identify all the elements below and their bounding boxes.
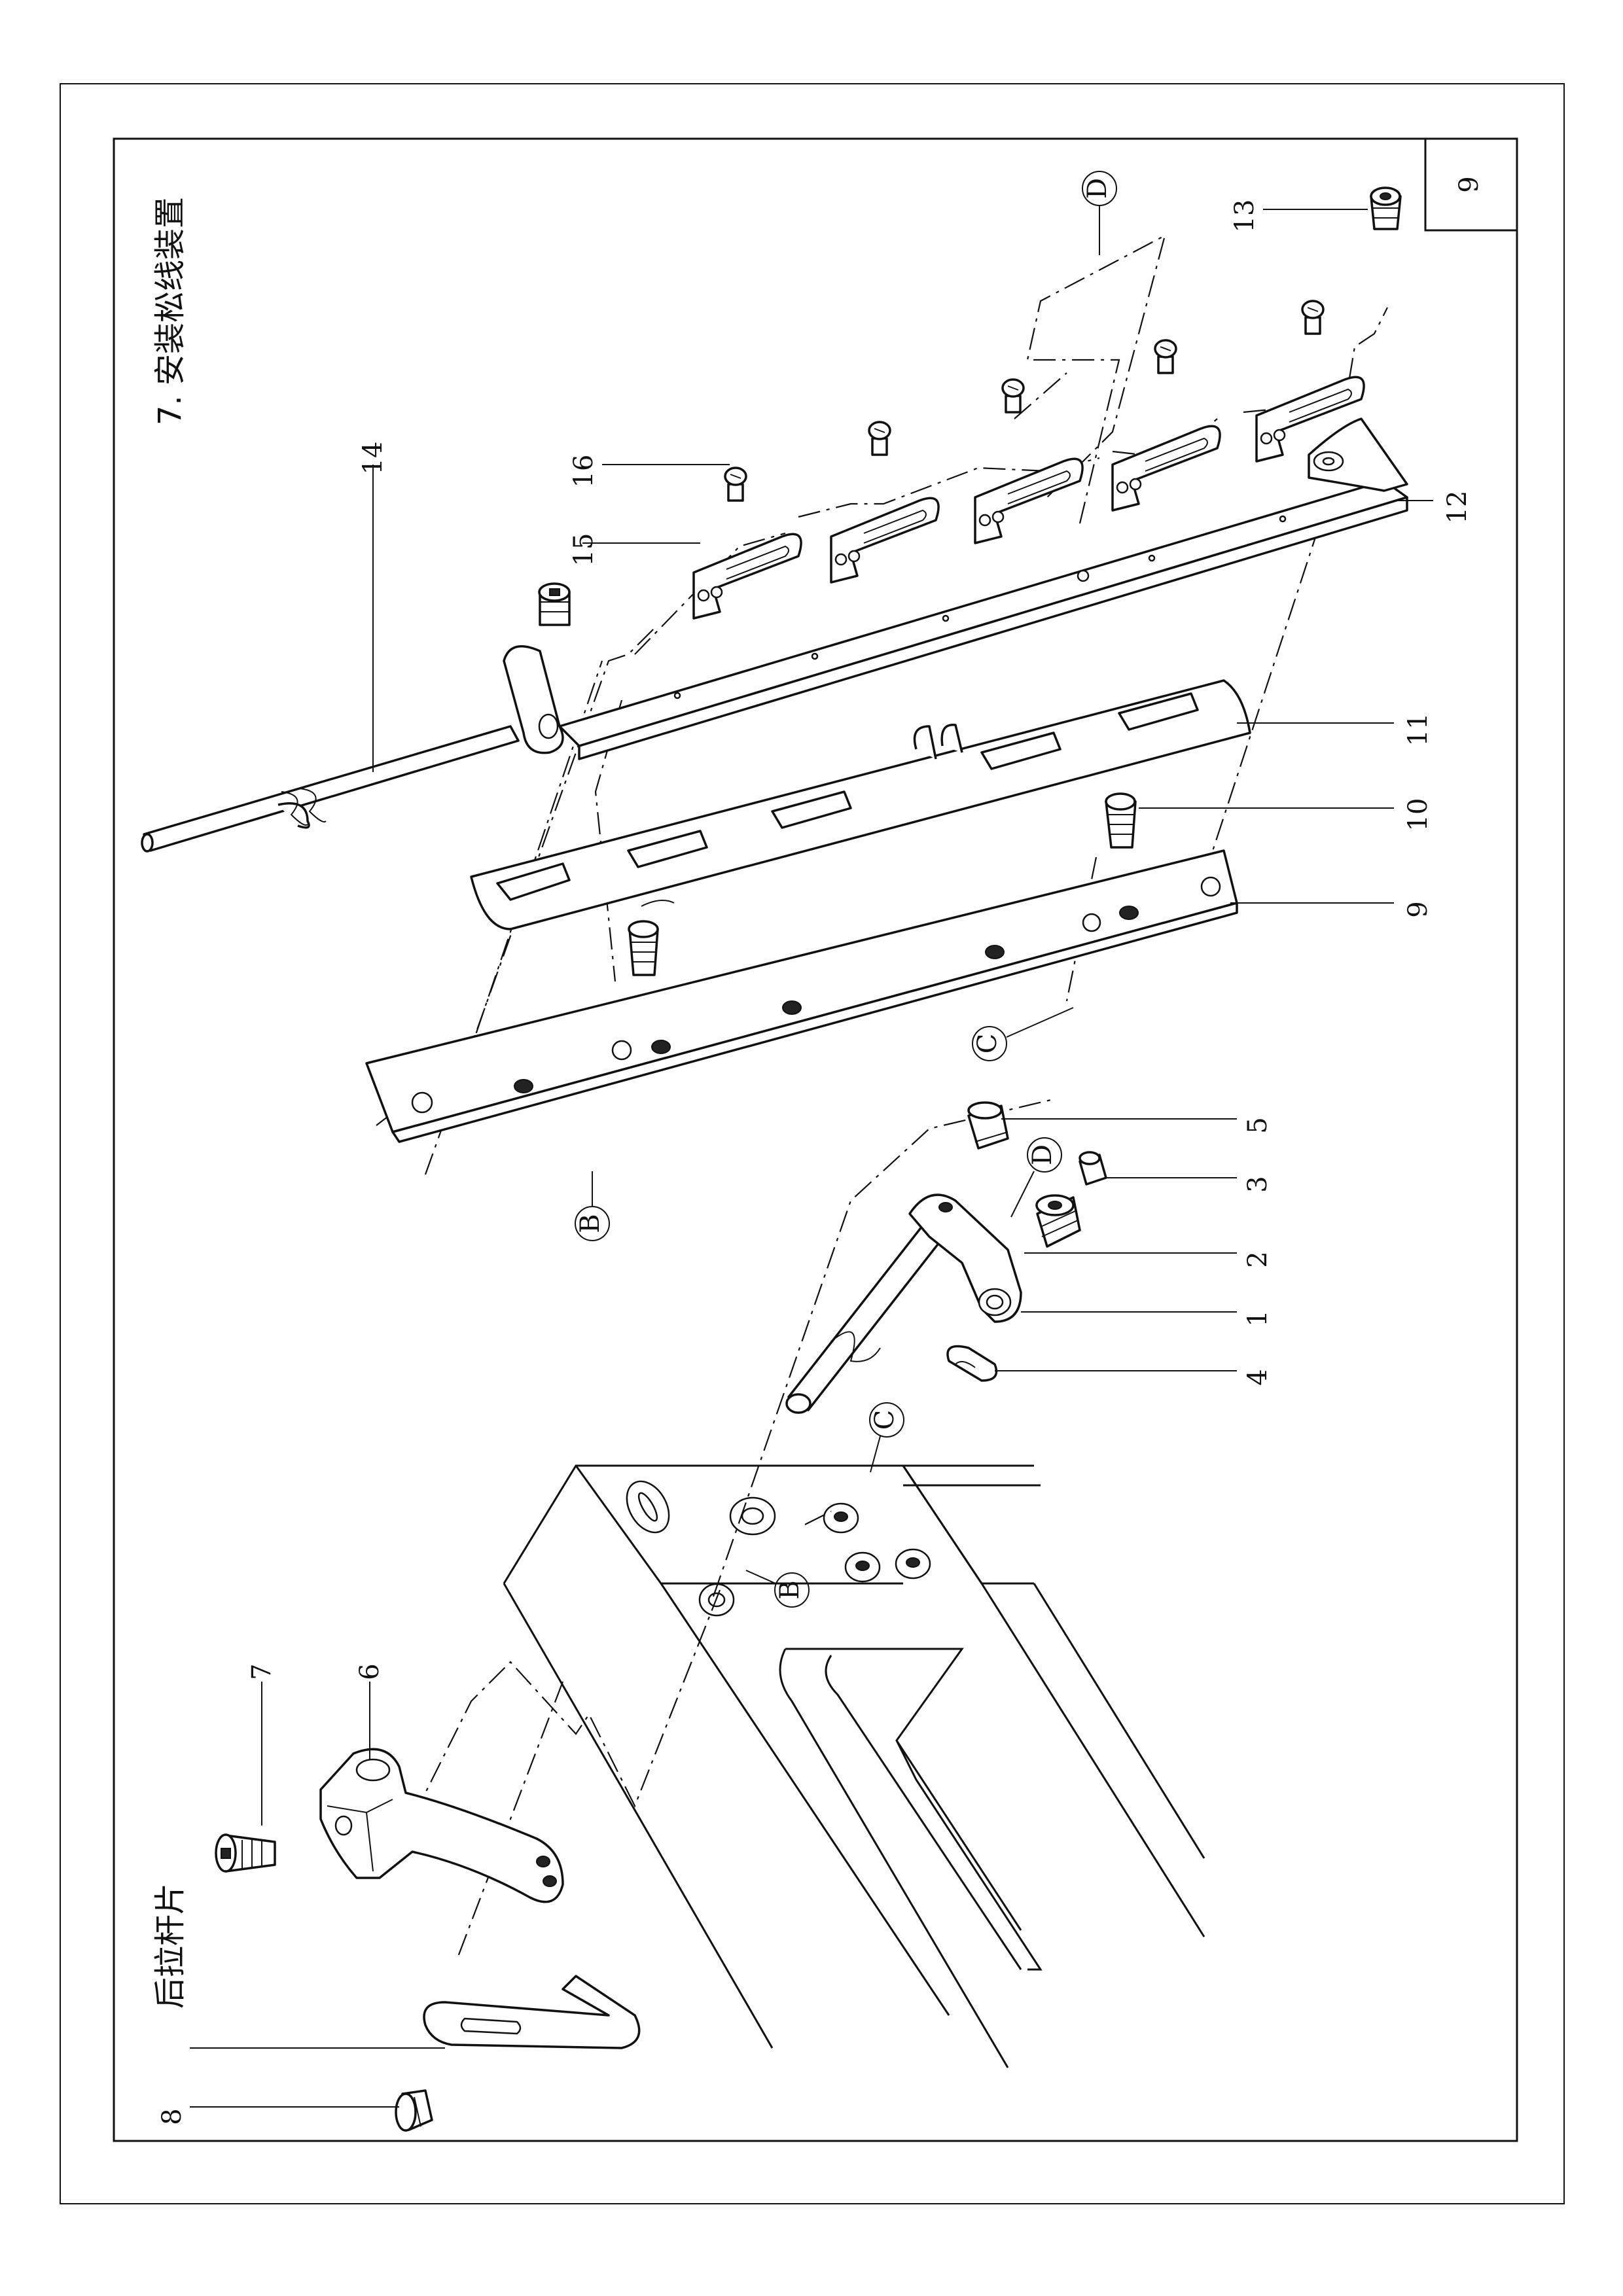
callout-4: 4 <box>1243 1369 1273 1385</box>
rod-part-14 <box>141 725 520 853</box>
callout-numbers: 1 2 3 4 5 6 7 8 9 10 11 12 13 14 15 16 <box>157 200 1472 2125</box>
screw-part-13 <box>1370 186 1402 230</box>
screw-part-7 <box>215 1833 276 1873</box>
slotted-link-part-8 <box>423 1975 641 2049</box>
ref-c-top: C <box>972 1034 1003 1054</box>
callout-15: 15 <box>569 533 599 567</box>
thread-guide-4 <box>1111 339 1221 512</box>
callout-13: 13 <box>1230 200 1260 233</box>
callout-2: 2 <box>1243 1251 1273 1267</box>
callout-10: 10 <box>1403 798 1433 832</box>
screw-part-3 <box>1079 1151 1107 1186</box>
reference-markers: B B C C D D <box>575 171 1117 1608</box>
callout-6: 6 <box>355 1663 385 1680</box>
screw-on-bracket <box>538 582 571 626</box>
stud-part-5 <box>967 1101 1009 1150</box>
bracket-part-12 <box>503 417 1408 760</box>
machine-body <box>503 1464 1205 2068</box>
install-title: 7. 安装松线装置 <box>152 197 188 425</box>
ref-d-bottom: D <box>1027 1144 1058 1165</box>
outer-frame <box>60 83 1565 2204</box>
callout-3: 3 <box>1243 1176 1273 1192</box>
ref-c-bottom: C <box>870 1410 900 1430</box>
ref-b-top: B <box>575 1214 605 1233</box>
callout-1: 1 <box>1243 1310 1273 1326</box>
arm-part-6 <box>319 1748 564 1903</box>
callout-16: 16 <box>569 455 599 488</box>
callout-5: 5 <box>1243 1117 1273 1133</box>
leader-lines <box>190 209 1433 2108</box>
page-number-box <box>1424 137 1518 232</box>
thread-guide-5 <box>1255 300 1365 463</box>
callout-12: 12 <box>1442 491 1472 524</box>
screw-plate-left <box>628 920 659 976</box>
inner-frame <box>113 137 1518 2142</box>
rear-title: 后拉杆片 <box>152 1883 188 2009</box>
callout-9: 9 <box>1403 901 1433 917</box>
screw-part-10 <box>1105 792 1137 849</box>
callout-14: 14 <box>358 442 388 475</box>
thread-guide-3 <box>974 378 1084 544</box>
page-number: 9 <box>1454 176 1484 192</box>
lever-rod-part-1 <box>785 1193 1022 1414</box>
flat-plate-part-9 <box>365 849 1238 1143</box>
ref-b-bottom: B <box>775 1580 805 1599</box>
callout-8: 8 <box>157 2108 187 2125</box>
collar-part-2 <box>1035 1194 1081 1248</box>
thread-guide-1 <box>692 467 802 620</box>
callout-11: 11 <box>1403 713 1433 747</box>
screw-part-8 <box>395 2089 433 2132</box>
e-ring-part-4 <box>946 1345 998 1382</box>
thread-guide-2 <box>830 421 940 584</box>
ref-d-top: D <box>1082 178 1113 199</box>
callout-7: 7 <box>247 1663 277 1680</box>
slotted-plate-part-11 <box>470 679 1251 930</box>
